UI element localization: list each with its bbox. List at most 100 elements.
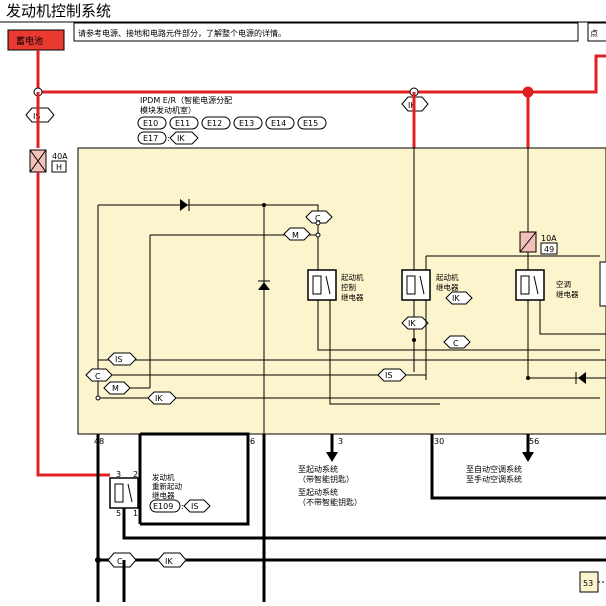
fuse-10a-id: 49: [544, 245, 554, 254]
dest-ac-1: 至自动空调系统: [466, 464, 522, 474]
tag-ik-relay-label: IK: [452, 294, 460, 303]
tag-m-upper: [283, 227, 311, 241]
conn-e109: [149, 499, 181, 513]
right-note-box: [587, 22, 606, 42]
fuse-10a-id-box: [540, 242, 558, 255]
terminal-56: 56: [529, 437, 539, 446]
conn-e17: [137, 131, 167, 145]
tag-ik-bottom-label: IK: [165, 557, 173, 566]
relay-restart-pin-3: 3: [116, 470, 121, 479]
junction-bottom: [95, 557, 101, 563]
battery-supply-wire: [36, 50, 606, 94]
dest-ac-2: 至手动空调系统: [466, 474, 522, 484]
tag-c-mid-label: C: [453, 339, 459, 348]
dest-starter-3: 至起动系统: [298, 487, 338, 497]
offscreen-relay: [599, 261, 606, 307]
tag-c-bottom: [107, 552, 137, 568]
relay-ac-coil: [520, 275, 530, 295]
battery-label: 蓄电池: [16, 35, 43, 47]
tag-c-upper: [305, 210, 333, 224]
fuse-40a-id: H: [56, 163, 62, 172]
conn-e10: [137, 116, 167, 130]
tag-is-lower: [107, 352, 137, 366]
relay-restart-pin-1: 1: [133, 509, 138, 518]
conn-e11: [169, 116, 199, 130]
right-note-text: 点: [590, 29, 598, 38]
relay-start-control-l3: 继电器: [341, 292, 364, 302]
tag-is-mid: [377, 368, 407, 382]
relay-ac-l1: 空调: [556, 279, 571, 289]
tag-is-mid-label: IS: [385, 371, 392, 380]
relay-ac-l2: 继电器: [556, 289, 579, 299]
wire-out-30: [430, 434, 606, 500]
terminal-3: 3: [338, 437, 343, 446]
ipdm-title-2: 模块发动机室）: [140, 105, 196, 115]
tag-is-restart-label: IS: [191, 502, 198, 511]
wire-red-to-restart: [36, 172, 110, 477]
tag-c-upper-label: C: [315, 214, 321, 223]
tag-ik-relay: [445, 291, 473, 305]
relay-restart-pin-2: 2: [133, 470, 138, 479]
conn-e11-label: E11: [175, 119, 190, 128]
junction-starter: [412, 338, 416, 342]
relay-restart-l3: 继电器: [152, 490, 175, 500]
wire-internal-1: [98, 204, 319, 270]
diode-3: [578, 372, 586, 384]
arrow-56: [522, 452, 534, 462]
relay-ac: [515, 269, 545, 301]
tag-c-bottom-label: C: [117, 557, 123, 566]
conn-e15-label: E15: [303, 119, 318, 128]
tag-ik-top-label: IK: [408, 101, 416, 110]
relay-starter-coil: [406, 275, 416, 295]
tag-is-restart: [183, 499, 211, 513]
junction-m: [315, 232, 321, 238]
relay-restart-l1: 发动机: [152, 472, 175, 482]
relay-start-control-coil: [312, 275, 322, 295]
conn-e12-label: E12: [207, 119, 222, 128]
conn-e14-label: E14: [271, 119, 286, 128]
relay-restart-coil: [114, 483, 124, 503]
relay-restart-switch: [127, 483, 133, 503]
conn-e15: [297, 116, 327, 130]
tag-ik-mid-label: IK: [408, 319, 416, 328]
note-box: [73, 22, 579, 42]
fuse-40a-amp: 40A: [52, 152, 68, 161]
wire-relay1-out2: [329, 300, 440, 405]
tag-c-lower-label: C: [95, 372, 101, 381]
conn-separator: :: [167, 134, 170, 143]
relay-restart: [109, 477, 139, 509]
relay-starter: [401, 269, 431, 301]
conn-e10-label: E10: [143, 119, 158, 128]
relay-start-control-l1: 起动机: [341, 272, 364, 282]
tag-ik-lower: [147, 391, 177, 405]
tag-ik-mid: [401, 316, 429, 330]
fuse-40a-mark2: [29, 149, 47, 173]
wire-relay1-out: [317, 300, 600, 351]
tag-ik-conn: [169, 131, 199, 145]
tag-m-lower: [103, 381, 131, 395]
conn-e13-label: E13: [239, 119, 254, 128]
tag-c-mid: [443, 335, 471, 349]
conn-e14: [265, 116, 295, 130]
relay-start-control-switch: [325, 275, 331, 295]
connector-53-label: 53: [583, 579, 593, 588]
conn-e109-label: E109: [153, 502, 173, 511]
conn-e12: [201, 116, 231, 130]
relay-start-control-l2: 控制: [341, 282, 356, 292]
fuse-40a-id-box: [51, 160, 67, 173]
relay-ac-switch: [533, 275, 539, 295]
junction-48: [95, 395, 101, 401]
tag-m-upper-label: M: [292, 231, 299, 240]
diode-2: [258, 282, 270, 290]
diode-1: [180, 199, 188, 211]
fuse-10a-amp: 10A: [541, 234, 557, 243]
ipdm-title-1: IPDM E/R（智能电源分配: [140, 95, 232, 105]
tag-ik-conn-label: IK: [177, 134, 185, 143]
page-title: 发动机控制系统: [6, 2, 111, 20]
dest-starter-2: （带智能钥匙）: [298, 474, 354, 484]
dest-starter-4: （不带智能钥匙）: [298, 497, 362, 507]
tag-m-lower-label: M: [112, 384, 119, 393]
relay-starter-l1: 起动机: [436, 272, 459, 282]
